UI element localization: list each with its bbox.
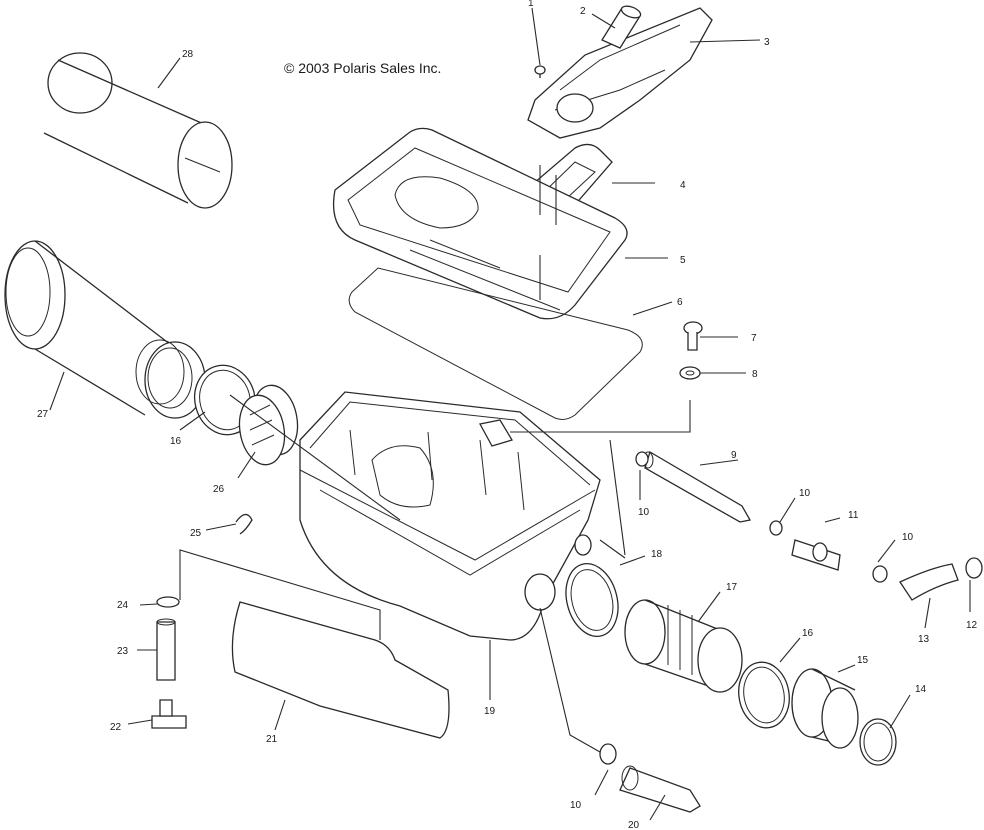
part-22-drain-tee: [151, 699, 187, 729]
callout-1: 1: [528, 0, 534, 9]
part-20-drain-tube: [619, 765, 701, 813]
part-25-clip: [235, 513, 253, 535]
part-15-coupler: [791, 668, 859, 749]
part-23-drain-tube-short: [156, 618, 176, 681]
part-12-clamp: [965, 557, 983, 579]
part-26-filter-adapter: [238, 384, 299, 466]
callout-19: 19: [484, 706, 496, 717]
callout-27: 27: [37, 409, 49, 420]
callout-20: 20: [628, 820, 640, 830]
part-24-clamp: [156, 596, 180, 608]
callout-4: 4: [680, 180, 686, 191]
part-17-outlet-boot: [624, 599, 743, 693]
part-10-clamps: [599, 451, 888, 765]
leader-lines: [49, 7, 971, 821]
part-9-breather-tube: [642, 451, 752, 523]
callout-10-b: 10: [799, 488, 811, 499]
callout-8: 8: [752, 369, 758, 380]
callout-11: 11: [848, 510, 859, 521]
part-1-screw: [534, 65, 546, 78]
callout-25: 25: [190, 528, 202, 539]
callout-13: 13: [918, 634, 930, 645]
callout-26: 26: [213, 484, 225, 495]
copyright-notice: © 2003 Polaris Sales Inc.: [284, 60, 441, 76]
part-5-airbox-lid: [332, 127, 628, 320]
callout-10-a: 10: [638, 507, 650, 518]
part-21-foam-pad: [231, 601, 450, 739]
part-8-washer: [679, 366, 701, 380]
callout-24: 24: [117, 600, 129, 611]
part-11-check-valve: [791, 539, 841, 571]
callout-10-d: 10: [570, 800, 582, 811]
callout-28: 28: [182, 49, 194, 60]
part-3-inlet-snorkel: [527, 7, 713, 139]
callout-3: 3: [764, 37, 770, 48]
callout-15: 15: [857, 655, 869, 666]
callout-16-b: 16: [802, 628, 814, 639]
part-27-air-filter: [4, 240, 206, 419]
callout-21: 21: [266, 734, 278, 745]
callout-10-c: 10: [902, 532, 914, 543]
callout-9: 9: [731, 450, 737, 461]
callout-6: 6: [677, 297, 683, 308]
callout-16-a: 16: [170, 436, 182, 447]
callout-22: 22: [110, 722, 122, 733]
part-13-hose: [899, 563, 959, 601]
callout-labels: 1 2 3 4 5 6 7 8 9 10 10 10 10 11 12 13 1…: [37, 0, 978, 830]
callout-23: 23: [117, 646, 129, 657]
part-2-snorkel-tube: [601, 5, 642, 49]
callout-12: 12: [966, 620, 978, 631]
callout-5: 5: [680, 255, 686, 266]
callout-18: 18: [651, 549, 663, 560]
part-28-prefilter-sleeve: [43, 52, 233, 209]
callout-14: 14: [915, 684, 927, 695]
callout-2: 2: [580, 6, 586, 17]
part-6-lid-seal: [348, 267, 643, 420]
callout-17: 17: [726, 582, 738, 593]
part-7-screw: [683, 321, 703, 351]
part-18-oring: [565, 563, 619, 637]
part-19-airbox-base: [299, 391, 601, 641]
callout-7: 7: [751, 333, 757, 344]
part-16-clamp-lower: [738, 661, 790, 729]
part-14-hose-clamp: [859, 718, 897, 766]
